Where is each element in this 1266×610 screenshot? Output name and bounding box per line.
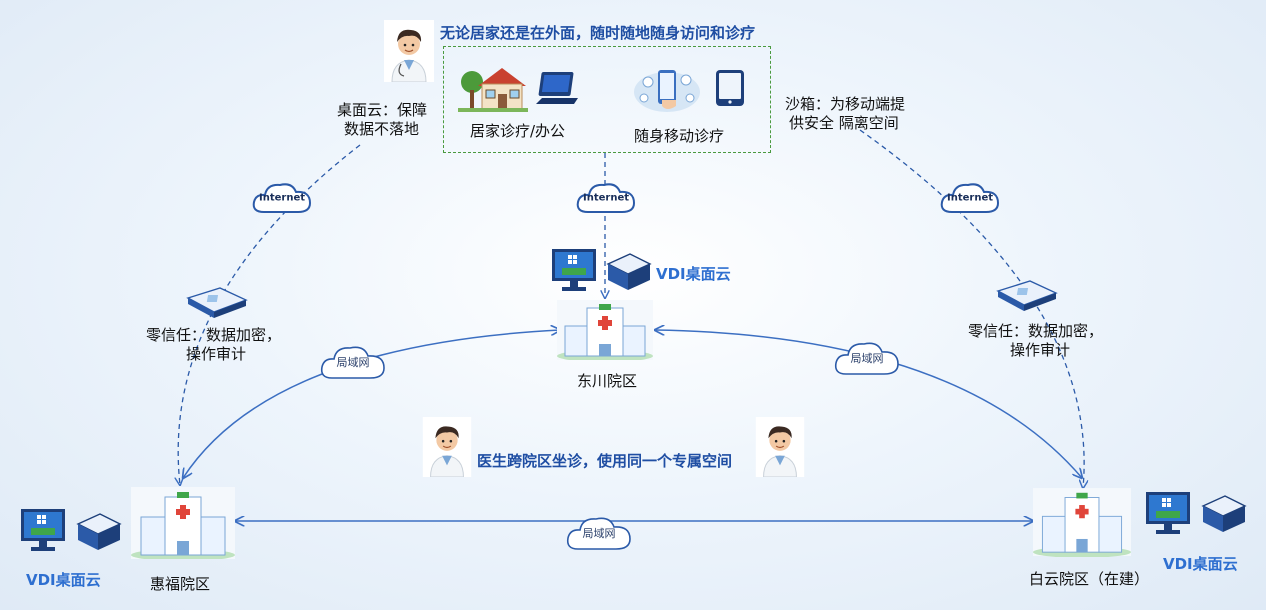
- lan-label: 局域网: [850, 352, 884, 365]
- internet-cloud-right: Internet: [938, 178, 1002, 218]
- vdi-monitor-right-icon: [1144, 490, 1192, 540]
- laptop-icon: [534, 70, 580, 114]
- lan-label: 局域网: [582, 527, 616, 540]
- vdi-label-right: VDI桌面云: [1163, 555, 1238, 573]
- zero-trust-left-line2: 操作审计: [186, 345, 247, 363]
- top-banner: 无论居家还是在外面，随时随地随身访问和诊疗: [440, 24, 756, 42]
- mobile-label: 随身移动诊疗: [634, 127, 725, 145]
- doctor-avatar-middle-right: [755, 417, 805, 481]
- vdi-appliance-left-icon: [74, 510, 122, 558]
- zero-trust-appliance-right-icon: [996, 277, 1058, 317]
- hospital-center-icon: [557, 300, 653, 364]
- internet-label: Internet: [582, 192, 629, 204]
- left-note-line1: 桌面云：保障: [337, 101, 428, 119]
- tablet-icon: [715, 69, 745, 111]
- vdi-monitor-left-icon: [19, 507, 67, 557]
- internet-cloud-left: Internet: [250, 178, 314, 218]
- mobile-health-icon: [632, 62, 702, 118]
- hospital-right-label: 白云院区（在建）: [1029, 570, 1150, 588]
- house-icon: [458, 64, 528, 116]
- middle-banner: 医生跨院区坐诊，使用同一个专属空间: [477, 452, 733, 470]
- zero-trust-left-line1: 零信任：数据加密，: [146, 326, 282, 344]
- lan-link-center-right: [655, 330, 1082, 478]
- doctor-avatar-middle-left: [422, 417, 472, 481]
- right-note-line1: 沙箱：为移动端提: [785, 95, 906, 113]
- zero-trust-right-line1: 零信任：数据加密，: [968, 322, 1104, 340]
- internet-label: Internet: [258, 192, 305, 204]
- zero-trust-appliance-left-icon: [186, 284, 248, 324]
- internet-label: Internet: [946, 192, 993, 204]
- vdi-appliance-center-icon: [604, 250, 652, 298]
- hospital-left-icon: [131, 487, 235, 563]
- hospital-right-icon: [1033, 487, 1131, 561]
- lan-link-left-center: [183, 330, 560, 478]
- internet-cloud-center: Internet: [574, 178, 638, 218]
- hospital-left-label: 惠福院区: [150, 575, 211, 593]
- vdi-appliance-right-icon: [1199, 492, 1247, 540]
- lan-label: 局域网: [336, 356, 370, 369]
- vdi-label-left: VDI桌面云: [26, 571, 101, 589]
- zero-trust-right-line2: 操作审计: [1010, 341, 1071, 359]
- lan-cloud-bottom: 局域网: [564, 511, 634, 555]
- lan-cloud-right: 局域网: [832, 336, 902, 380]
- home-label: 居家诊疗/办公: [470, 122, 566, 140]
- vdi-monitor-center-icon: [550, 247, 598, 297]
- left-note-line2: 数据不落地: [344, 120, 420, 138]
- vdi-label-center: VDI桌面云: [656, 265, 731, 283]
- hospital-center-label: 东川院区: [577, 372, 638, 390]
- lan-cloud-left: 局域网: [318, 340, 388, 384]
- right-note-line2: 供安全 隔离空间: [789, 114, 899, 132]
- remote-access-box: [443, 46, 771, 153]
- doctor-avatar-top: [384, 20, 434, 86]
